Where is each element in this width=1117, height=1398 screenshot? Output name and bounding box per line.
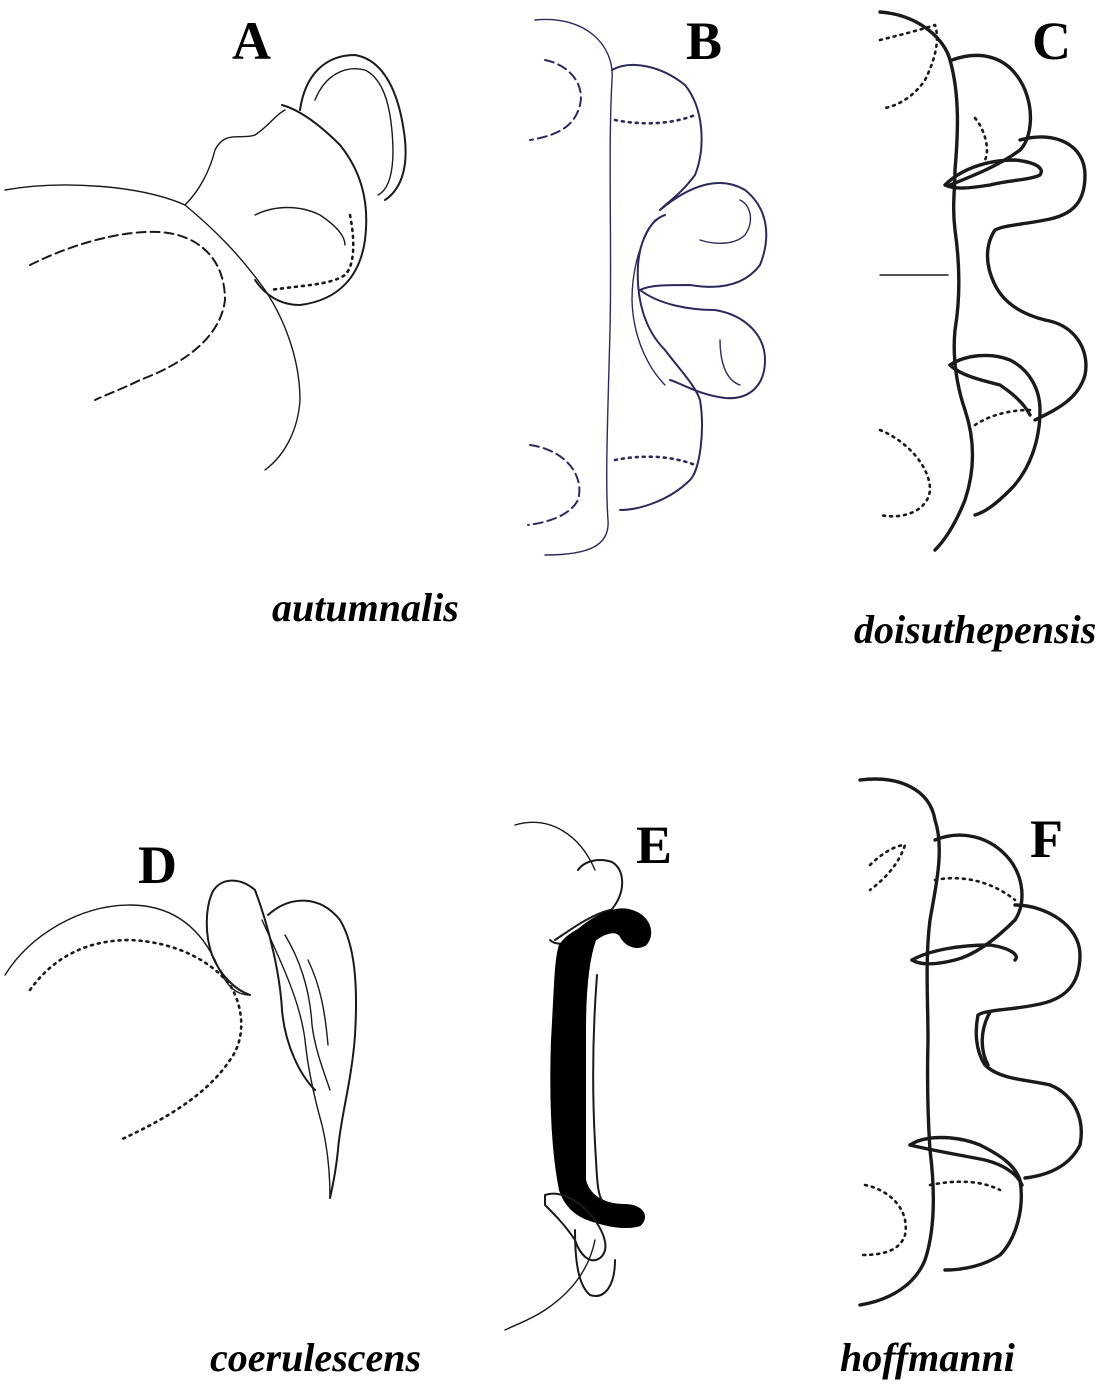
species-autumnalis: autumnalis bbox=[272, 588, 459, 628]
species-hoffmanni: hoffmanni bbox=[840, 1338, 1015, 1378]
species-doisuthepensis: doisuthepensis bbox=[854, 610, 1096, 650]
panel-label-b: B bbox=[686, 14, 722, 68]
panel-label-a: A bbox=[232, 14, 271, 68]
panel-label-d: D bbox=[138, 838, 177, 892]
species-coerulescens: coerulescens bbox=[210, 1338, 421, 1378]
panel-c-drawing bbox=[880, 12, 1086, 550]
panel-e-drawing bbox=[505, 822, 650, 1330]
panel-label-f: F bbox=[1030, 812, 1063, 866]
panel-b-drawing bbox=[528, 19, 766, 555]
panel-d-drawing bbox=[5, 881, 356, 1198]
panel-a-drawing bbox=[5, 55, 406, 470]
panel-label-e: E bbox=[636, 818, 672, 872]
panel-label-c: C bbox=[1032, 14, 1071, 68]
